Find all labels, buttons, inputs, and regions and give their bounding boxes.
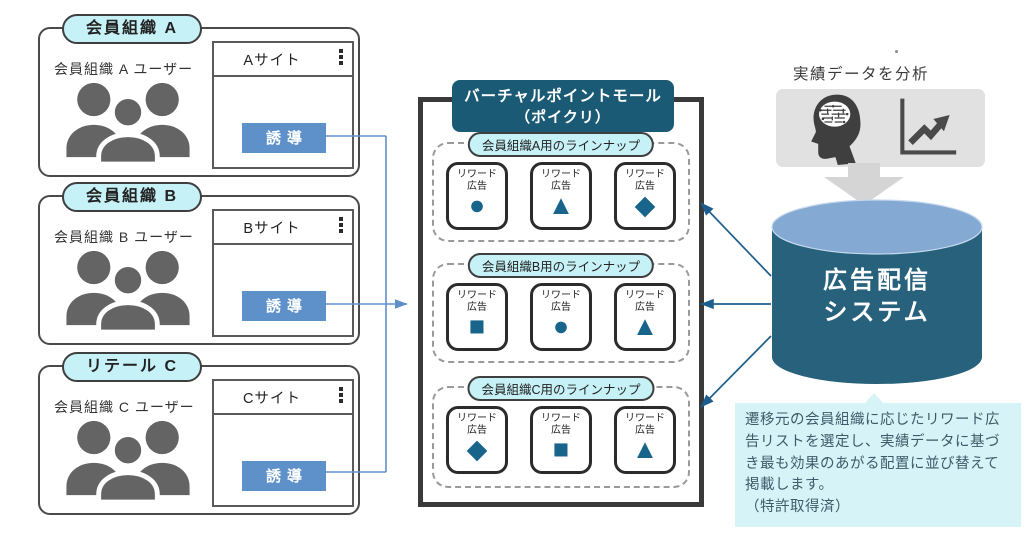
reward-ad-card[interactable]: リワード広告 ▲: [530, 162, 592, 230]
lineup-b: 会員組織B用のラインナップ リワード広告 ■ リワード広告 ● リワード広告 ▲: [432, 253, 690, 363]
ad-shape-square-icon: ■: [552, 434, 570, 464]
ad-shape-triangle-icon: ▲: [547, 190, 575, 220]
users-group-icon: [66, 82, 190, 165]
ad-shape-triangle-icon: ▲: [631, 311, 659, 341]
delivery-arrow-lineup-c: [700, 335, 772, 408]
system-title-line2: システム: [823, 299, 931, 327]
mall-title-line2: （ポイクリ）: [515, 109, 611, 126]
ad-shape-triangle-icon: ▲: [631, 434, 659, 464]
lineup-b-label: 会員組織B用のラインナップ: [467, 253, 655, 278]
org-block-c: リテール C 会員組織 C ユーザー Cサイト 誘導: [38, 352, 360, 515]
site-title-a: Aサイト: [243, 53, 301, 69]
site-window-a: Aサイト 誘導: [212, 41, 354, 169]
lineup-c-cards: リワード広告 ◆ リワード広告 ■ リワード広告 ▲: [434, 388, 688, 474]
site-window-c: Cサイト 誘導: [212, 379, 354, 507]
mall-title: バーチャルポイントモール （ポイクリ）: [452, 80, 674, 132]
kebab-menu-icon[interactable]: [339, 217, 345, 235]
delivery-arrow-lineup-a: [700, 202, 772, 277]
analysis-caption: 実績データを分析: [793, 66, 930, 83]
mall-title-line1: バーチャルポイントモール: [464, 88, 662, 105]
ai-head-icon: [811, 94, 861, 165]
ad-shape-circle-icon: ●: [552, 311, 570, 341]
org-users-label-a: 会員組織 A ユーザー: [54, 61, 194, 77]
lineup-c-label: 会員組織C用のラインナップ: [467, 376, 655, 401]
reward-ad-card[interactable]: リワード広告 ■: [530, 406, 592, 474]
callout-pointer: [865, 393, 883, 403]
ad-shape-square-icon: ■: [468, 311, 486, 341]
lineup-c: 会員組織C用のラインナップ リワード広告 ◆ リワード広告 ■ リワード広告 ▲: [432, 376, 690, 488]
ad-delivery-database-cylinder: [771, 199, 983, 384]
org-users-label-c: 会員組織 C ユーザー: [54, 399, 195, 415]
reward-ad-card[interactable]: リワード広告 ▲: [614, 283, 676, 351]
reward-ad-card[interactable]: リワード広告 ◆: [446, 406, 508, 474]
org-block-b: 会員組織 B 会員組織 B ユーザー Bサイト 誘導: [38, 182, 360, 345]
down-arrow-icon: [824, 163, 904, 205]
ad-shape-diamond-icon: ◆: [634, 190, 656, 220]
reward-ad-card[interactable]: リワード広告 ■: [446, 283, 508, 351]
guide-button-a[interactable]: 誘導: [242, 123, 326, 153]
org-label-b: 会員組織 B: [62, 182, 203, 212]
guide-button-c[interactable]: 誘導: [242, 461, 326, 491]
reward-ad-card[interactable]: リワード広告 ◆: [614, 162, 676, 230]
system-title-line1: 広告配信: [823, 267, 931, 294]
guide-button-b[interactable]: 誘導: [242, 291, 326, 321]
lineup-b-cards: リワード広告 ■ リワード広告 ● リワード広告 ▲: [434, 265, 688, 351]
org-users-label-b: 会員組織 B ユーザー: [54, 229, 194, 245]
users-group-icon: [66, 250, 190, 333]
site-window-b: Bサイト 誘導: [212, 209, 354, 337]
note-patent: （特許取得済）: [745, 499, 850, 515]
org-label-a: 会員組織 A: [62, 14, 203, 44]
trend-chart-icon: [900, 98, 957, 155]
ad-delivery-system-title: 広告配信 システム: [766, 265, 988, 330]
kebab-menu-icon[interactable]: [339, 387, 345, 405]
org-block-a: 会員組織 A 会員組織 A ユーザー Aサイト 誘導: [38, 14, 360, 177]
kebab-menu-icon[interactable]: [339, 49, 345, 67]
site-title-c: Cサイト: [243, 391, 301, 407]
reward-ad-card[interactable]: リワード広告 ▲: [614, 406, 676, 474]
reward-ad-card[interactable]: リワード広告 ●: [446, 162, 508, 230]
ad-shape-circle-icon: ●: [468, 190, 486, 220]
site-title-b: Bサイト: [243, 221, 301, 237]
users-group-icon: [66, 420, 190, 503]
org-label-c: リテール C: [62, 352, 203, 382]
reward-ad-card[interactable]: リワード広告 ●: [530, 283, 592, 351]
lineup-a-cards: リワード広告 ● リワード広告 ▲ リワード広告 ◆: [434, 144, 688, 230]
site-header-c: Cサイト: [214, 381, 352, 415]
patent-note-callout: 遷移元の会員組織に応じたリワード広告リストを選定し、実績データに基づき最も効果の…: [735, 393, 1021, 527]
note-body: 遷移元の会員組織に応じたリワード広告リストを選定し、実績データに基づき最も効果の…: [745, 412, 1000, 494]
site-header-b: Bサイト: [214, 211, 352, 245]
lineup-a-label: 会員組織A用のラインナップ: [467, 132, 655, 157]
stray-dot: [895, 50, 898, 53]
analysis-panel: [776, 89, 985, 167]
site-header-a: Aサイト: [214, 43, 352, 77]
ad-shape-diamond-icon: ◆: [466, 434, 488, 464]
lineup-a: 会員組織A用のラインナップ リワード広告 ● リワード広告 ▲ リワード広告 ◆: [432, 132, 690, 242]
